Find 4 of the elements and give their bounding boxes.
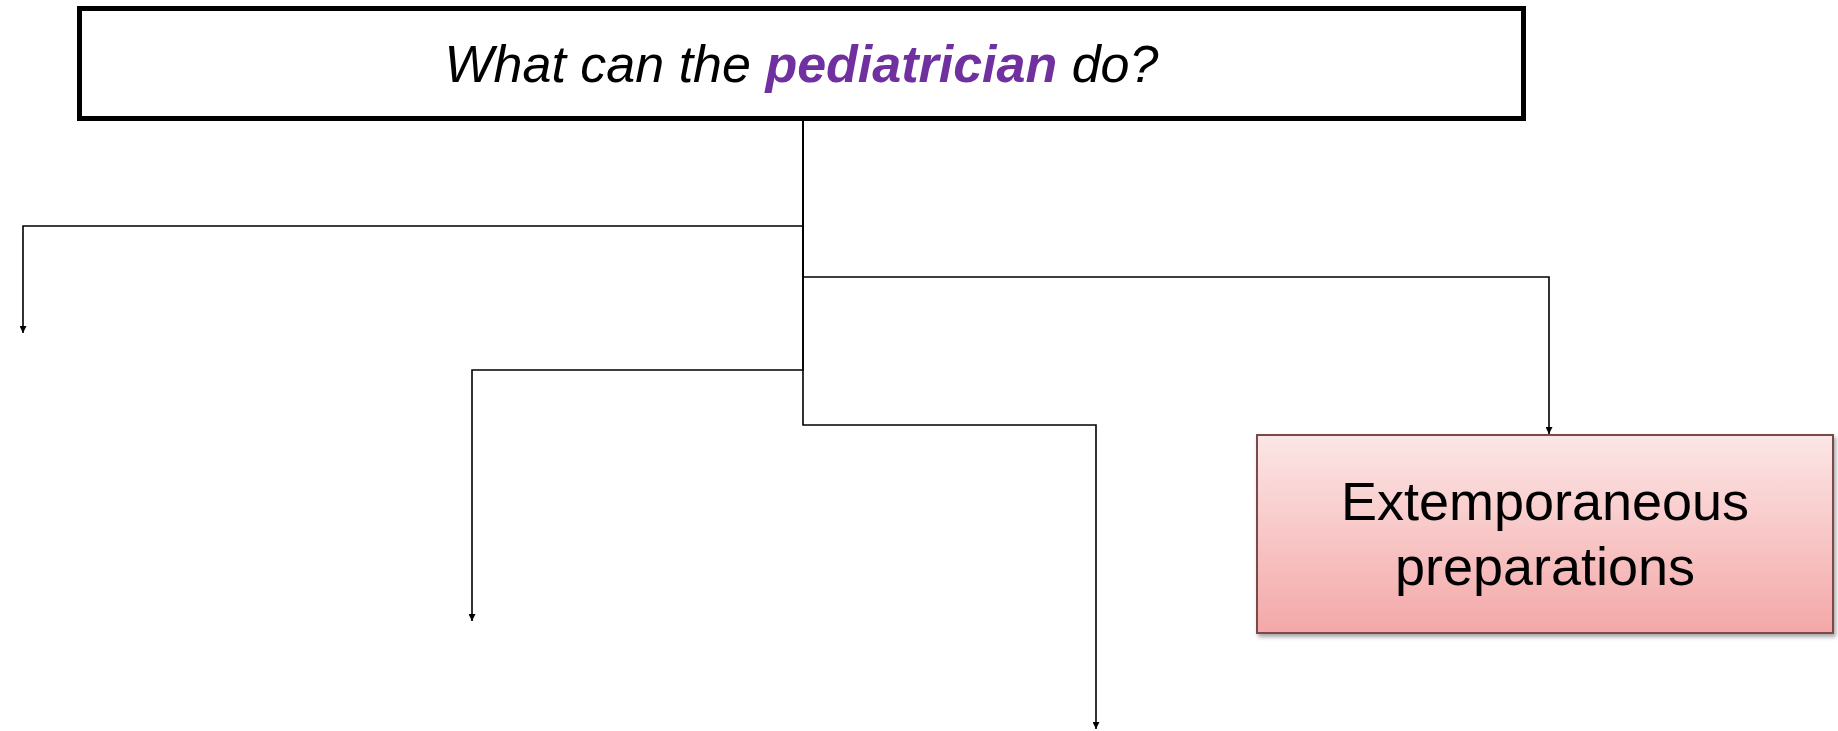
- option-text: Extemporaneous preparations: [1339, 470, 1751, 598]
- option-box: [1256, 434, 1834, 634]
- question-text: What can the pediatrician do?: [444, 33, 1159, 94]
- question-box: [77, 6, 1526, 121]
